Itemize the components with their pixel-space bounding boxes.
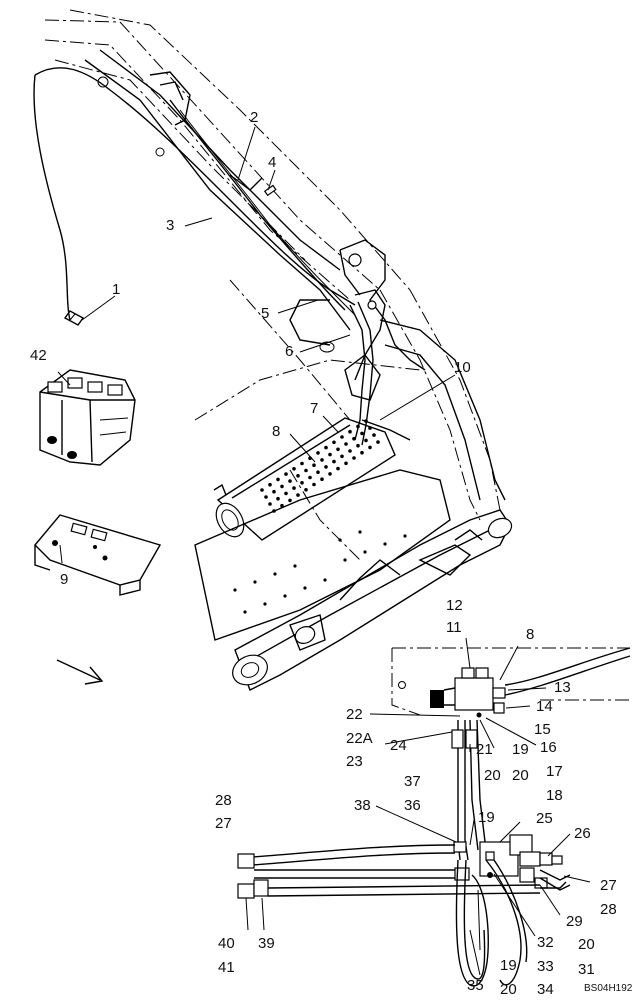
cylinder-guard [213,417,396,541]
hose-38-39 [237,844,567,899]
callout-19c: 19 [500,957,517,974]
callout-17: 17 [546,763,563,780]
pivot-bracket [339,239,506,501]
callout-20b: 20 [512,767,529,784]
callout-3: 3 [166,217,175,234]
callout-9: 9 [60,571,69,588]
callout-27: 27 [215,815,232,832]
valve-bank-42 [39,369,136,466]
frame-bolt-holes [233,530,407,614]
callout-27b: 27 [600,877,617,894]
callout-16: 16 [540,739,557,756]
lift-cylinder [232,509,513,691]
callout-14: 14 [536,698,553,715]
callout-40: 40 [218,935,235,952]
callout-36: 36 [404,797,421,814]
bracket-9 [34,514,162,596]
callout-15: 15 [534,721,551,738]
callout-8: 8 [272,423,281,440]
callout-20: 20 [484,767,501,784]
callout-42: 42 [30,347,47,364]
callout-28b: 28 [600,901,617,918]
guard-perforations [260,419,380,513]
callout-7: 7 [310,400,319,417]
callout-13: 13 [554,679,571,696]
callout-19b: 19 [478,809,495,826]
callout-41: 41 [218,959,235,976]
callout-19: 19 [512,741,529,758]
callout-21: 21 [476,741,493,758]
frame-plate [194,469,451,641]
callout-4: 4 [268,154,277,171]
callout-8b: 8 [526,626,535,643]
callout-39: 39 [258,935,275,952]
control-valve-panel [391,647,631,718]
valve-drop-hoses [451,719,487,861]
auxiliary-block [453,834,563,889]
hose-3 [33,67,356,321]
callout-23: 23 [346,753,363,770]
direction-arrow [56,659,104,685]
callout-28: 28 [215,792,232,809]
callout-31: 31 [578,961,595,978]
callout-20d: 20 [500,981,517,998]
callout-1: 1 [112,281,121,298]
leader-lines [57,126,591,976]
callout-22: 22 [346,706,363,723]
callout-34: 34 [537,981,554,998]
callout-33: 33 [537,958,554,975]
callout-10: 10 [454,359,471,376]
callout-6: 6 [285,343,294,360]
fitting-1 [63,310,85,326]
callout-12: 12 [446,597,463,614]
callout-26: 26 [574,825,591,842]
callout-11: 11 [446,619,462,636]
callout-38: 38 [354,797,371,814]
callout-35: 35 [467,977,484,994]
callout-29: 29 [566,913,583,930]
callout-22a: 22A [346,730,373,747]
callout-2: 2 [250,109,259,126]
callout-32: 32 [537,934,554,951]
drawing-code: BS04H192 [584,983,633,994]
callout-37: 37 [404,773,421,790]
callout-20c: 20 [578,936,595,953]
callout-5: 5 [261,305,270,322]
callout-25: 25 [536,810,553,827]
callout-24: 24 [390,737,407,754]
callout-18: 18 [546,787,563,804]
boom-plate [84,49,351,353]
